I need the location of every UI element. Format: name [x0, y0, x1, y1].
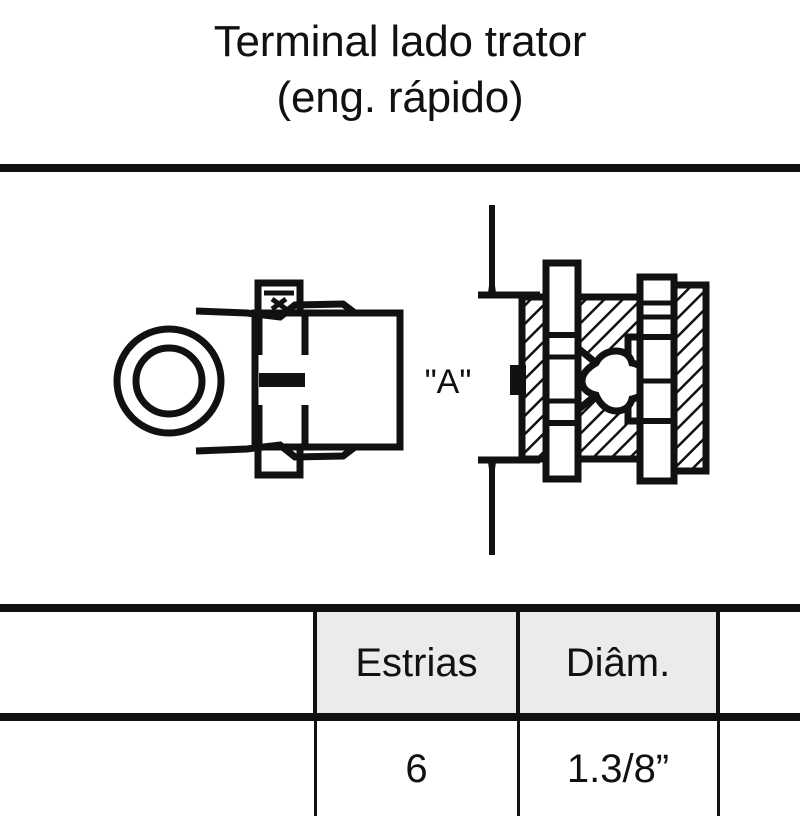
spec-table-container: Estrias Diâm. 6 1.3/8”: [0, 604, 800, 816]
header-cell-blank-b: [117, 604, 317, 721]
cell-blank-c: [718, 717, 800, 816]
dim-arrow-bottom: [488, 462, 496, 492]
page-title-line-1: Terminal lado trator: [213, 17, 587, 66]
header-cell-diam: Diâm.: [518, 604, 720, 721]
title-divider-rule: [0, 164, 800, 172]
cell-diam: 1.3/8”: [518, 717, 720, 816]
splined-hub-section-view: [478, 205, 710, 555]
bottom-pin-head: [254, 443, 304, 479]
hub-left-bolt-shank: [542, 259, 582, 483]
yoke-block: [251, 309, 404, 451]
technical-drawing: "A": [0, 185, 800, 585]
splined-bore: [578, 347, 652, 415]
top-pin-head: [254, 279, 304, 317]
page-title: Terminal lado trator (eng. rápido): [0, 14, 800, 126]
dimension-label-a: "A": [425, 363, 472, 401]
hub-left-nub: [510, 365, 526, 395]
cell-blank-a: [0, 717, 117, 816]
dim-arrow-top: [488, 263, 496, 293]
yoke-eye-inner: [132, 344, 206, 418]
yoke-eye-outer: [113, 325, 225, 437]
table-row: 6 1.3/8”: [0, 717, 800, 816]
page-title-line-2: (eng. rápido): [276, 73, 524, 122]
cell-blank-b: [117, 717, 317, 816]
header-cell-blank-c: [718, 604, 800, 721]
spec-table: Estrias Diâm. 6 1.3/8”: [0, 604, 800, 816]
table-header-row: Estrias Diâm.: [0, 604, 800, 721]
header-cell-estrias: Estrias: [315, 604, 520, 721]
yoke-side-view: [113, 279, 404, 479]
cell-estrias: 6: [315, 717, 520, 816]
top-pin-mark-b: [270, 296, 288, 312]
header-cell-blank-a: [0, 604, 117, 721]
